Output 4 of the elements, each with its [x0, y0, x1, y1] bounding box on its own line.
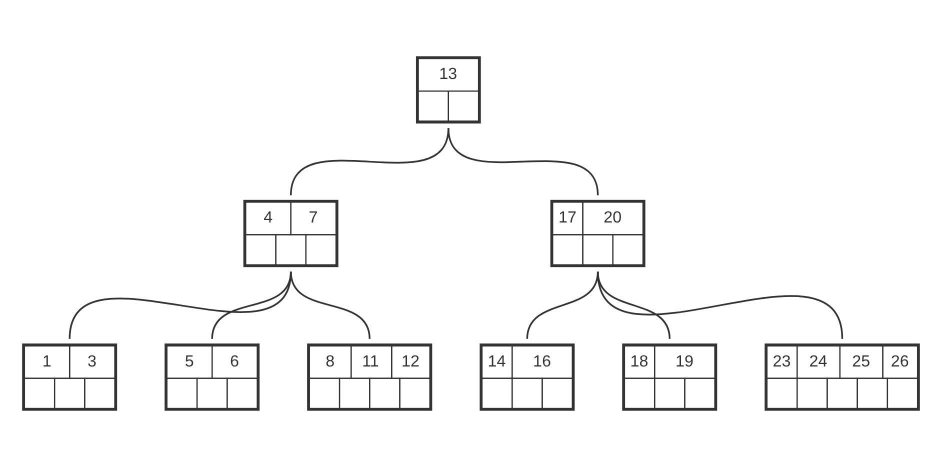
connector	[597, 271, 844, 339]
connector	[596, 271, 671, 339]
connector	[448, 127, 599, 195]
connector	[290, 271, 370, 339]
